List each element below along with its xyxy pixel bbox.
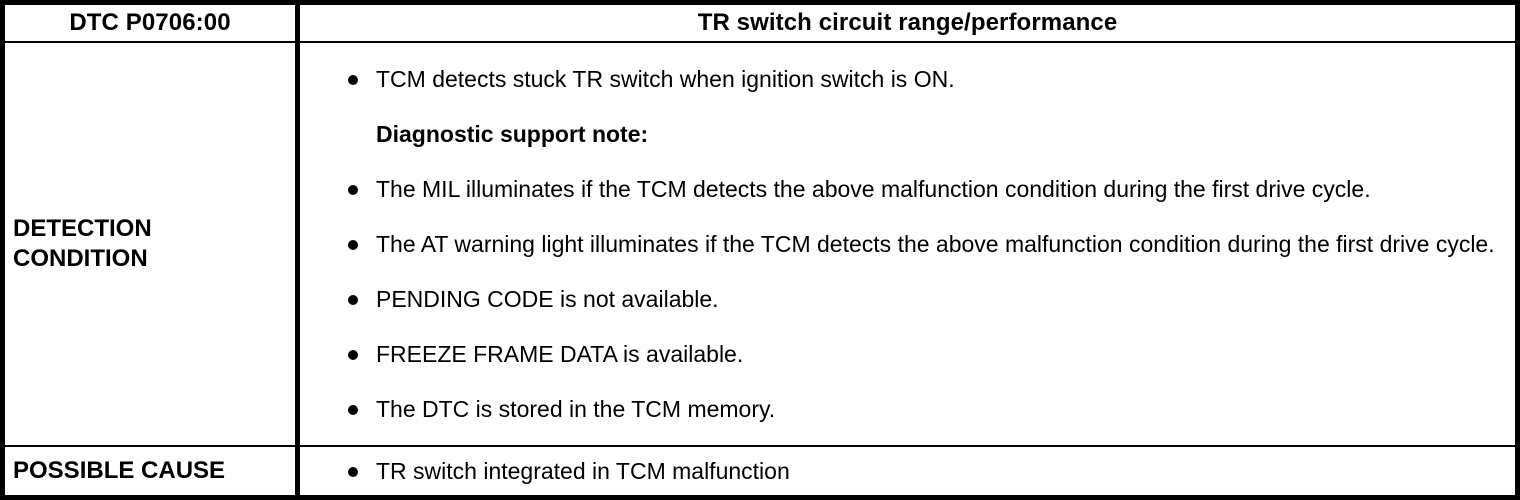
column-divider xyxy=(295,5,300,495)
list-item-text: The AT warning light illuminates if the … xyxy=(376,231,1495,257)
table-row-header: DTC P0706:00 TR switch circuit range/per… xyxy=(5,5,1515,43)
dtc-title-cell: TR switch circuit range/performance xyxy=(295,5,1515,41)
detection-condition-label: DETECTION CONDITION xyxy=(13,215,152,272)
diagnostic-support-note-heading: Diagnostic support note: xyxy=(348,120,1497,148)
list-item: PENDING CODE is not available. xyxy=(348,285,1497,313)
bullet-dot-icon xyxy=(348,466,358,477)
list-item-text: FREEZE FRAME DATA is available. xyxy=(376,341,744,367)
list-item: The DTC is stored in the TCM memory. xyxy=(348,395,1497,423)
table-row-possible-cause: POSSIBLE CAUSE TR switch integrated in T… xyxy=(5,447,1515,494)
dtc-code-cell: DTC P0706:00 xyxy=(5,5,295,41)
list-item-text: The DTC is stored in the TCM memory. xyxy=(376,396,776,422)
bullet-dot-icon xyxy=(348,295,358,305)
list-item: FREEZE FRAME DATA is available. xyxy=(348,340,1497,368)
list-item: The AT warning light illuminates if the … xyxy=(348,230,1497,258)
list-item: The MIL illuminates if the TCM detects t… xyxy=(348,175,1497,203)
list-item-text: PENDING CODE is not available. xyxy=(376,286,719,312)
list-item-text: TR switch integrated in TCM malfunction xyxy=(376,457,790,484)
possible-cause-label-cell: POSSIBLE CAUSE xyxy=(5,447,295,494)
bullet-dot-icon xyxy=(348,75,358,85)
possible-cause-list: TR switch integrated in TCM malfunction xyxy=(300,457,1515,485)
list-item-text: The MIL illuminates if the TCM detects t… xyxy=(376,176,1371,202)
diagnostic-support-note-text: Diagnostic support note: xyxy=(376,121,649,147)
possible-cause-content-cell: TR switch integrated in TCM malfunction xyxy=(295,447,1515,494)
list-item: TCM detects stuck TR switch when ignitio… xyxy=(348,65,1497,93)
detection-condition-list: TCM detects stuck TR switch when ignitio… xyxy=(300,65,1515,423)
possible-cause-label: POSSIBLE CAUSE xyxy=(13,456,226,484)
bullet-dot-icon xyxy=(348,240,358,250)
dtc-code-label: DTC P0706:00 xyxy=(69,9,231,36)
dtc-title-label: TR switch circuit range/performance xyxy=(697,9,1118,36)
list-item: TR switch integrated in TCM malfunction xyxy=(348,457,1497,485)
bullet-dot-icon xyxy=(348,350,358,360)
list-item-text: TCM detects stuck TR switch when ignitio… xyxy=(376,66,955,92)
table-row-detection-condition: DETECTION CONDITION TCM detects stuck TR… xyxy=(5,43,1515,447)
bullet-dot-icon xyxy=(348,405,358,415)
detection-condition-label-cell: DETECTION CONDITION xyxy=(5,43,295,445)
detection-condition-content-cell: TCM detects stuck TR switch when ignitio… xyxy=(295,43,1515,445)
bullet-dot-icon xyxy=(348,185,358,195)
